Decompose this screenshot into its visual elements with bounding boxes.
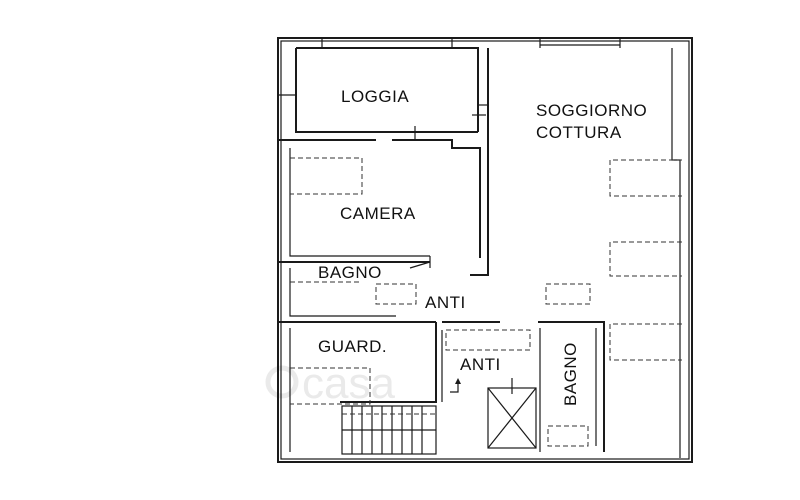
room-label-bagno-1: BAGNO (318, 263, 382, 282)
room-label-soggiorno: SOGGIORNO (536, 101, 647, 120)
room-label-guardaroba: GUARD. (318, 337, 387, 356)
room-label-anti-1: ANTI (425, 293, 466, 312)
room-label-cottura: COTTURA (536, 123, 622, 142)
room-label-anti-2: ANTI (460, 355, 501, 374)
guardaroba-walls (289, 322, 443, 452)
room-label-camera: CAMERA (340, 204, 416, 223)
watermark-text: casa (302, 359, 395, 408)
anti-2-walls (442, 321, 605, 452)
watermark: casa (265, 359, 395, 408)
furniture-outlines (290, 157, 682, 447)
room-label-loggia: LOGGIA (341, 87, 409, 106)
central-walls (470, 48, 681, 458)
bagno-1-walls (278, 261, 436, 323)
outer-walls (277, 37, 693, 463)
room-label-bagno-2: BAGNO (561, 342, 580, 406)
loggia-walls (295, 47, 486, 140)
camera-walls (278, 139, 481, 268)
